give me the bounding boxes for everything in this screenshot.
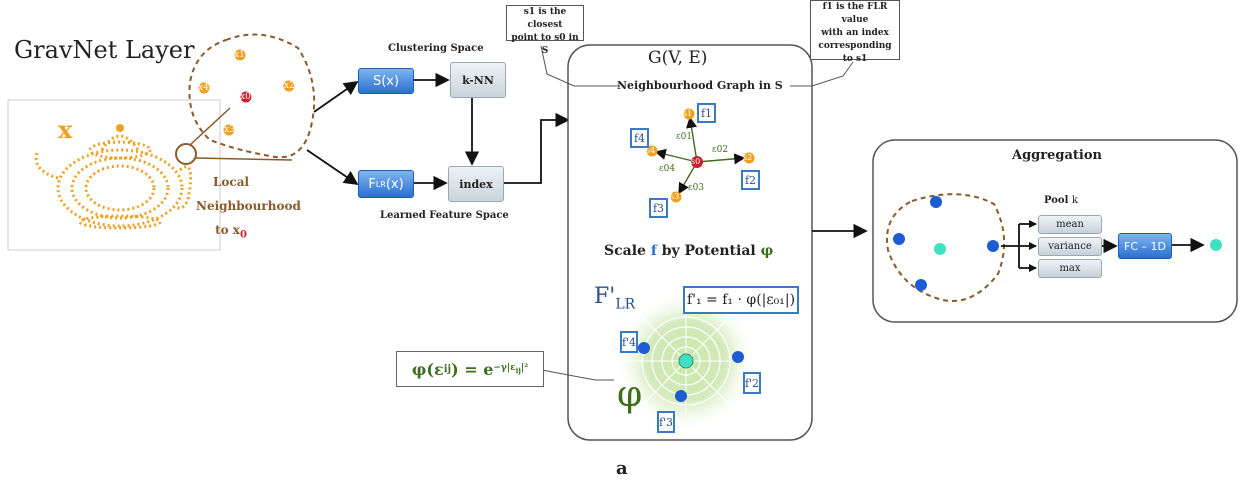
feature-f3-prime-box: f'3 — [657, 411, 675, 433]
feature-f4-box: f4 — [630, 128, 649, 148]
phi-symbol: φ — [617, 374, 643, 415]
node-s0-label: s0 — [691, 157, 701, 166]
fc-1d-box: FC – 1D — [1118, 233, 1172, 259]
learned-feature-space-label: Learned Feature Space — [380, 210, 509, 221]
node-s3-label: s3 — [670, 192, 680, 201]
scale-title: Scale f by Potential φ — [604, 243, 774, 259]
point-x4-label: x4 — [198, 83, 209, 93]
panel-label: a — [616, 458, 628, 479]
pool-max-box: max — [1038, 259, 1102, 278]
feature-f1-box: f1 — [697, 103, 716, 123]
callout-flr-index: f1 is the FLR value with an index corres… — [810, 0, 900, 64]
graph-subtitle: Neighbourhood Graph in S — [617, 79, 783, 92]
feature-f3-box: f3 — [649, 198, 668, 218]
node-s1-label: s1 — [683, 109, 693, 118]
edge-e03-label: ε03 — [688, 183, 705, 193]
feature-f2-prime-box: f'2 — [743, 372, 761, 394]
feature-f4-prime-box: f'4 — [620, 331, 638, 353]
local-points — [198, 49, 295, 136]
point-x1-label: x1 — [234, 50, 245, 60]
local-neighbourhood-label: Local Neighbourhood to x0 — [196, 175, 301, 241]
edge-e01-label: ε01 — [676, 132, 693, 142]
pool-variance-box: variance — [1038, 237, 1102, 256]
input-image-frame — [7, 99, 221, 251]
pool-label: Pool k — [1044, 195, 1078, 206]
local-neighbourhood-blob — [188, 33, 316, 159]
feature-f2-box: f2 — [741, 170, 760, 190]
sx-box: S(x) — [358, 68, 414, 94]
flr-prime-label: F'LR — [594, 284, 636, 313]
clustering-space-label: Clustering Space — [388, 43, 484, 54]
potential-field — [614, 289, 758, 433]
layer-title: GravNet Layer — [14, 36, 195, 64]
graph-title: G(V, E) — [648, 48, 708, 68]
zoom-circle — [175, 143, 197, 165]
teapot-pointcloud — [34, 124, 193, 230]
point-x3-label: x3 — [224, 125, 235, 135]
edge-e02-label: ε02 — [712, 145, 729, 155]
point-x0-label: x0 — [240, 92, 251, 102]
aggregation-blob — [886, 193, 1006, 302]
pool-mean-box: mean — [1038, 215, 1102, 234]
input-var-label: x — [58, 115, 73, 144]
knn-box: k-NN — [450, 62, 506, 98]
edge-e04-label: ε04 — [659, 164, 676, 174]
index-box: index — [448, 166, 504, 202]
graph-nodes — [646, 108, 755, 203]
node-s4-label: s4 — [646, 146, 656, 155]
callout-closest-point: s1 is the closest point to s0 in S — [506, 5, 584, 56]
point-x2-label: x2 — [284, 81, 295, 91]
aggregation-title: Aggregation — [1012, 148, 1102, 163]
scale-formula-box: f'₁ = f₁ · φ(|ε₀₁|) — [683, 286, 799, 314]
node-s2-label: s2 — [743, 153, 753, 162]
